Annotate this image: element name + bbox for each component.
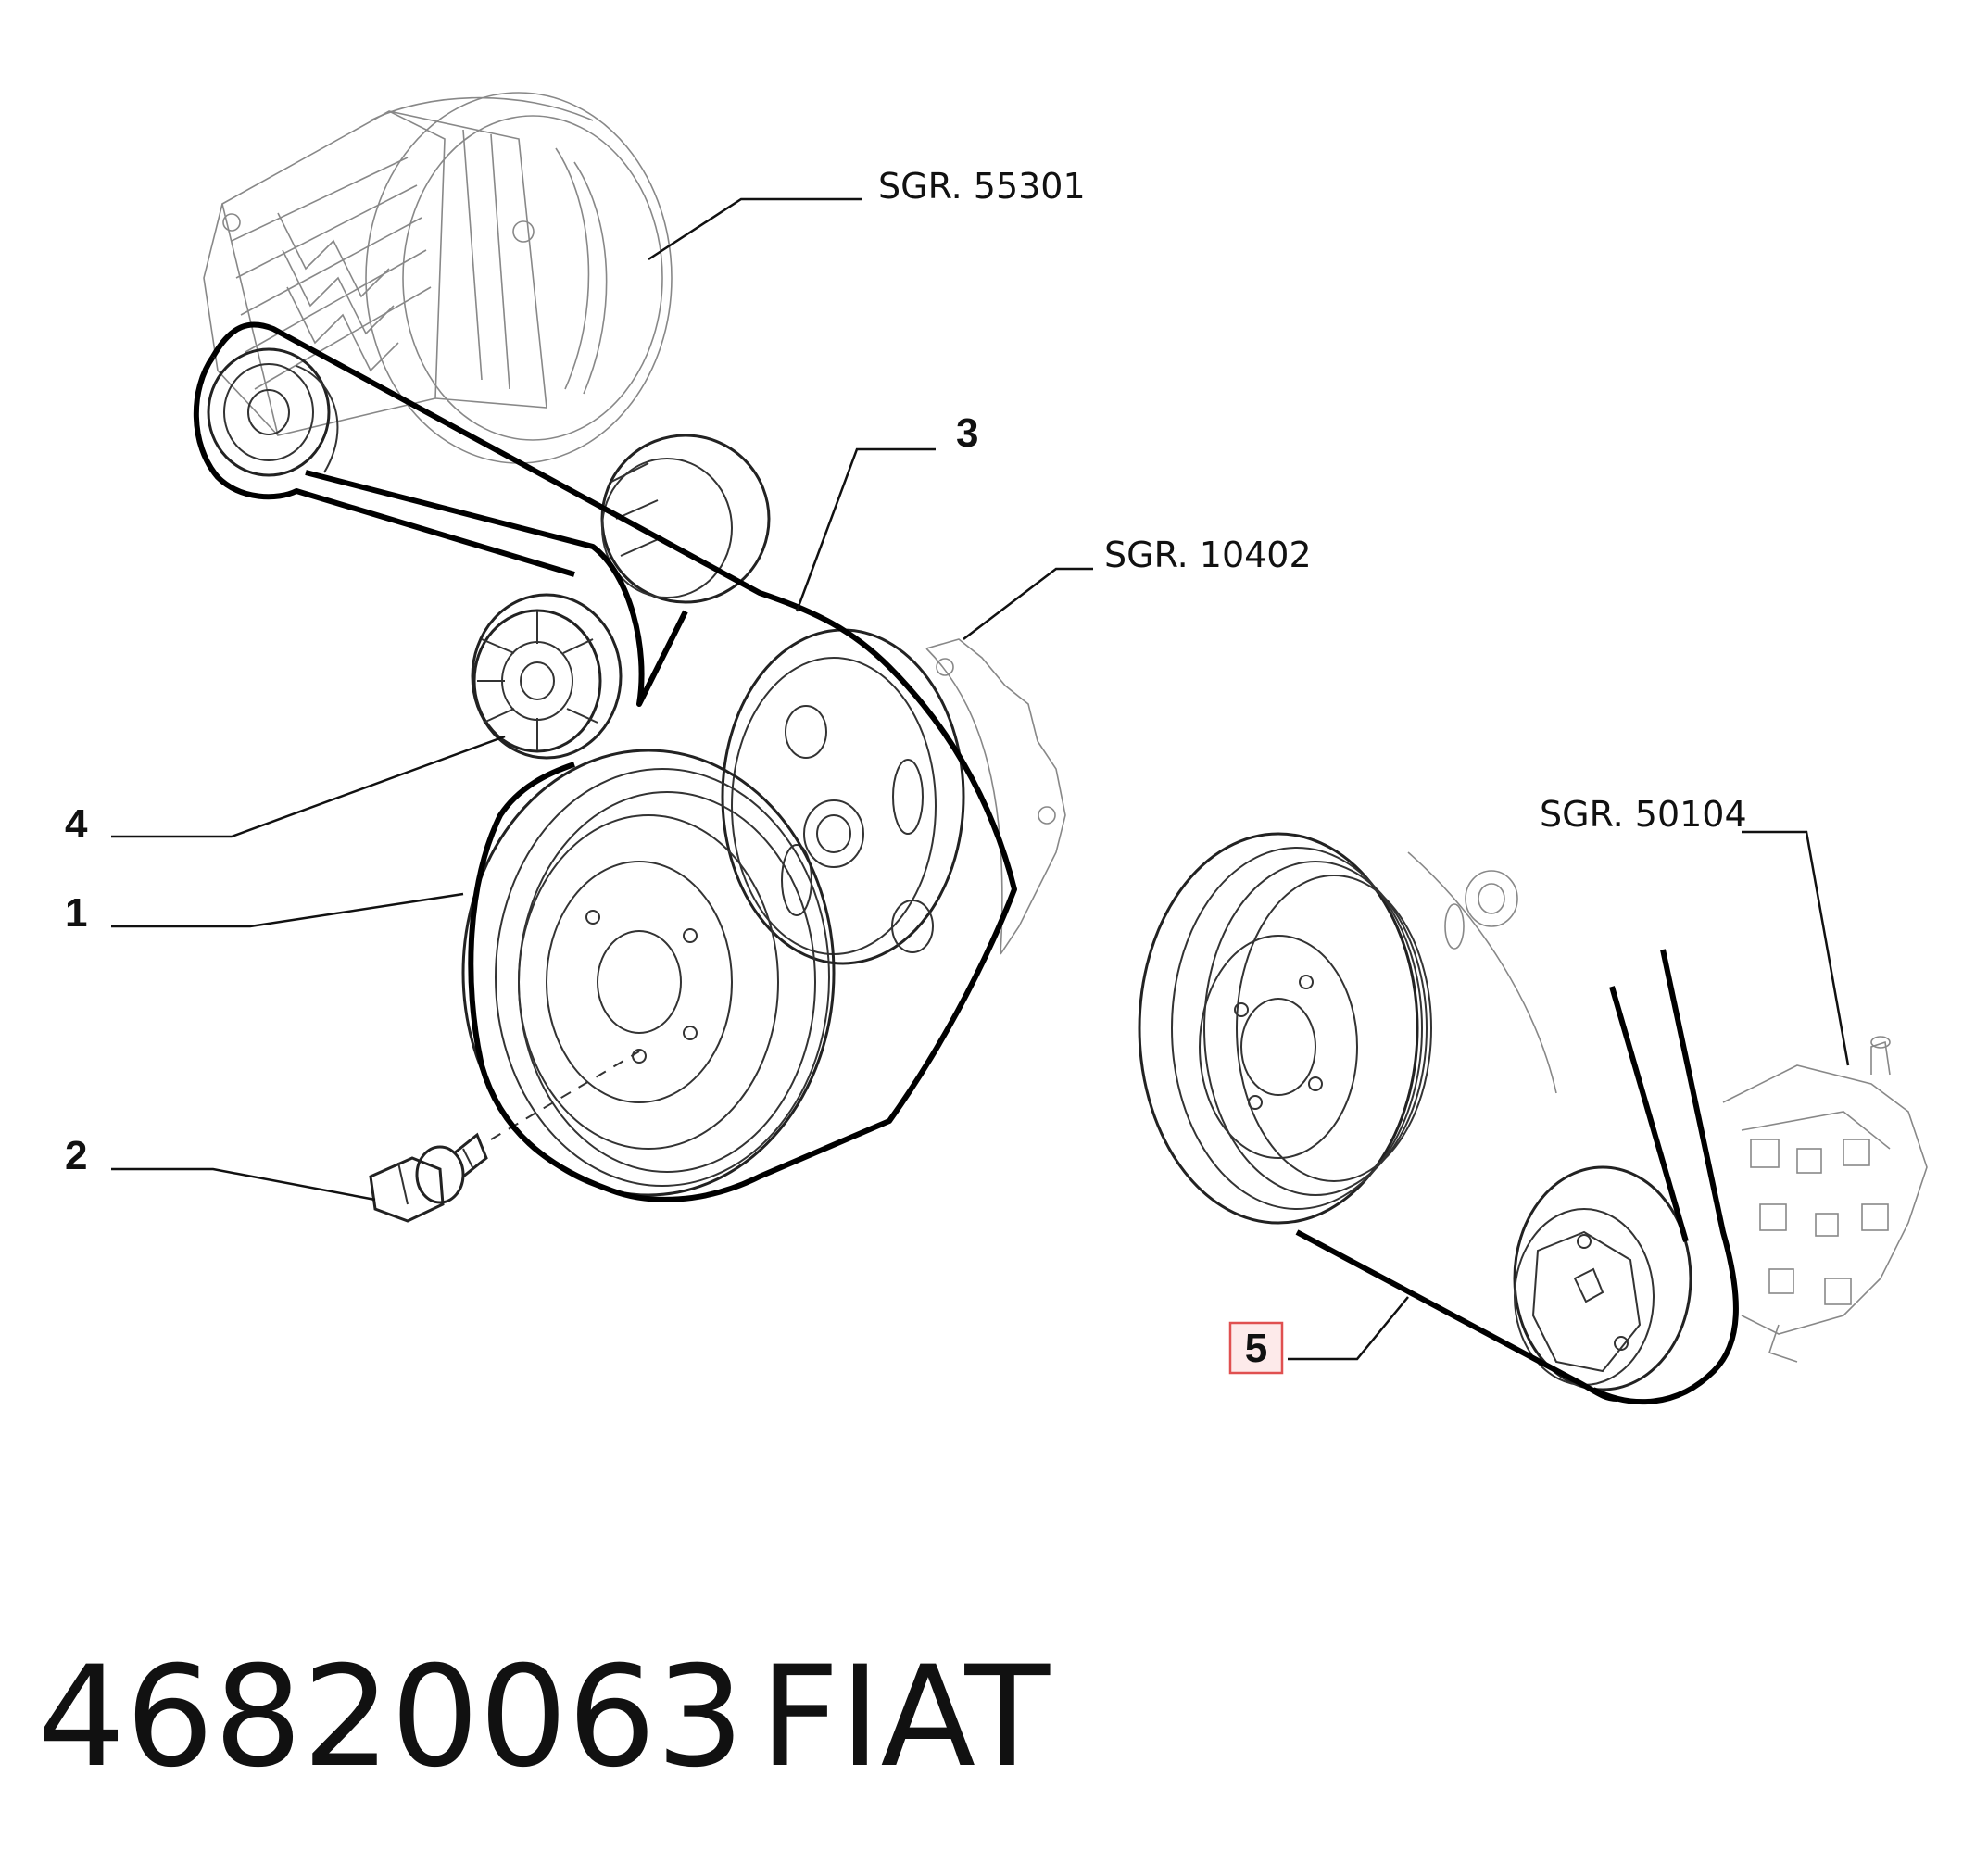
compressor-pulley (1513, 1165, 1692, 1391)
callout-water-pump: SGR. 10402 (963, 535, 1312, 640)
water-pump-pulley (721, 628, 965, 965)
footer-part-number: 46820063 (37, 1637, 744, 1798)
ref-alternator-label: SGR. 55301 (878, 166, 1086, 207)
alternator-pulley (207, 347, 339, 477)
part-1-label: 1 (65, 890, 87, 936)
callout-4: 4 (65, 735, 506, 847)
belt-upper-return (193, 355, 575, 577)
tensioner-pulley (471, 593, 623, 760)
part-3-label: 3 (956, 410, 978, 456)
callout-1: 1 (65, 890, 464, 936)
footer-brand: FIAT (760, 1637, 1051, 1798)
part-5-highlight-box (1228, 1321, 1284, 1375)
callout-3: 3 (795, 410, 978, 612)
callout-5: 5 (1228, 1296, 1409, 1375)
pulley-bolt (369, 1051, 640, 1223)
ref-compressor-label: SGR. 50104 (1540, 794, 1747, 835)
crankshaft-pulley (461, 749, 836, 1197)
callout-compressor: SGR. 50104 (1540, 794, 1850, 1066)
engine-block-drawing (1407, 851, 1557, 1094)
compressor-drawing (1722, 1036, 1928, 1363)
water-pump-drawing (925, 638, 1066, 955)
belt-inner (305, 470, 688, 707)
belt-right-inner (1609, 986, 1689, 1242)
part-5-label: 5 (1245, 1326, 1267, 1371)
crankshaft-pulley-right (1138, 832, 1432, 1225)
ref-water-pump-label: SGR. 10402 (1104, 535, 1312, 575)
part-2-label: 2 (65, 1133, 87, 1178)
callout-alternator: SGR. 55301 (648, 166, 1086, 261)
alternator-drawing (203, 92, 673, 464)
belt-right-lower (1295, 1229, 1617, 1402)
part-4-label: 4 (65, 801, 88, 847)
callout-2: 2 (65, 1133, 376, 1202)
belt-right (1592, 949, 1739, 1405)
belt-upper (210, 321, 1017, 1202)
